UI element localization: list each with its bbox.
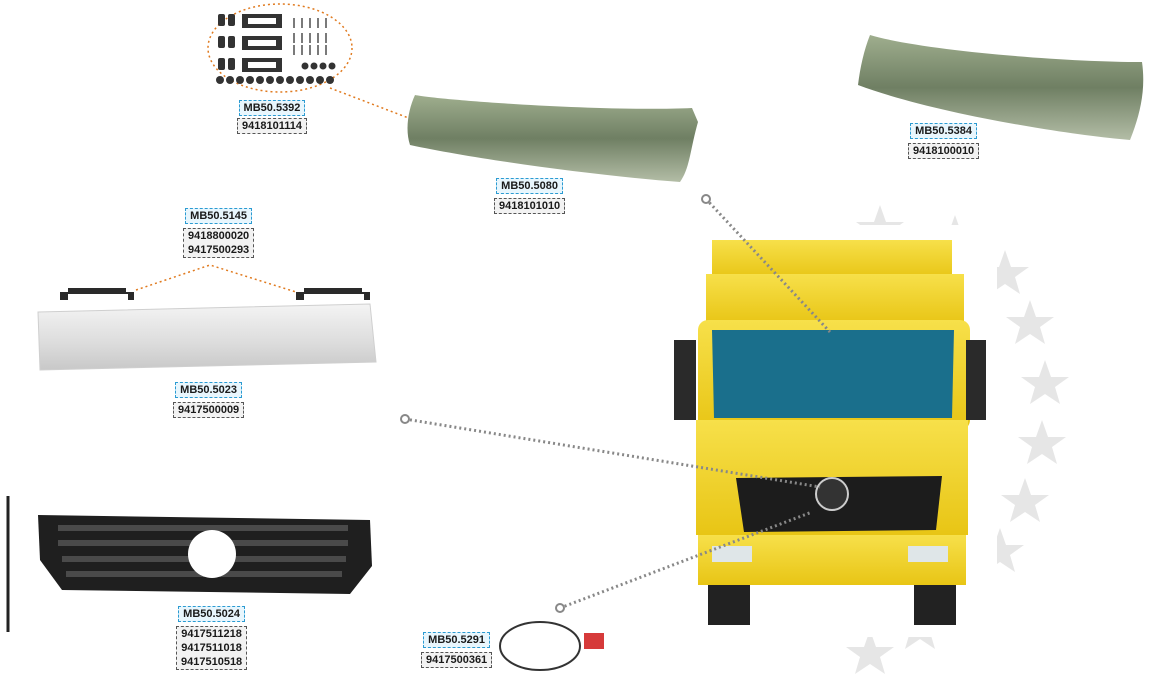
part-label-group: MB50.5291 9417500361 xyxy=(421,632,493,668)
oem-number: 9417500361 xyxy=(421,652,493,668)
part-code: MB50.5023 xyxy=(175,382,243,398)
part-code: MB50.5145 xyxy=(185,208,253,224)
oem-number: 9418100010 xyxy=(908,143,980,159)
oem-number: 9417511218 9417511018 9417510518 xyxy=(176,626,248,670)
oem-number-line: 9417510518 xyxy=(181,656,243,668)
part-label-group: MB50.5145 9418800020 9417500293 xyxy=(183,208,255,258)
part-code: MB50.5080 xyxy=(496,178,564,194)
oem-number-line: 9417511018 xyxy=(181,642,242,654)
part-code: MB50.5392 xyxy=(238,100,306,116)
part-label-group: MB50.5392 9418101114 xyxy=(237,100,307,134)
part-code: MB50.5384 xyxy=(910,123,978,139)
pointer-lines xyxy=(404,197,832,610)
oem-number: 9418101114 xyxy=(237,118,307,134)
sun-visor-image xyxy=(407,95,698,182)
oem-number-line: 9417511218 xyxy=(181,628,242,640)
sun-visor-image xyxy=(858,35,1144,140)
bumper-panel-image xyxy=(37,303,377,371)
truck-image xyxy=(665,225,997,637)
part-code: MB50.5024 xyxy=(178,606,246,622)
part-label-group: MB50.5080 9418101010 xyxy=(494,178,566,214)
part-code: MB50.5291 xyxy=(423,632,491,648)
oem-number: 9417500009 xyxy=(173,402,245,418)
part-label-group: MB50.5024 9417511218 9417511018 94175105… xyxy=(176,606,248,670)
oem-number: 9418101010 xyxy=(494,198,566,214)
oem-number-line: 9418800020 xyxy=(188,230,250,242)
release-cable-image xyxy=(499,621,604,671)
oem-number-line: 9417500293 xyxy=(188,244,250,256)
oem-number: 9418800020 9417500293 xyxy=(183,228,255,258)
part-label-group: MB50.5384 9418100010 xyxy=(908,123,980,159)
pointer-dots xyxy=(400,194,711,613)
part-label-group: MB50.5023 9417500009 xyxy=(173,382,245,418)
grab-handle-image xyxy=(60,288,370,300)
mounting-kit-image xyxy=(207,3,441,131)
front-grille-image xyxy=(6,496,372,632)
